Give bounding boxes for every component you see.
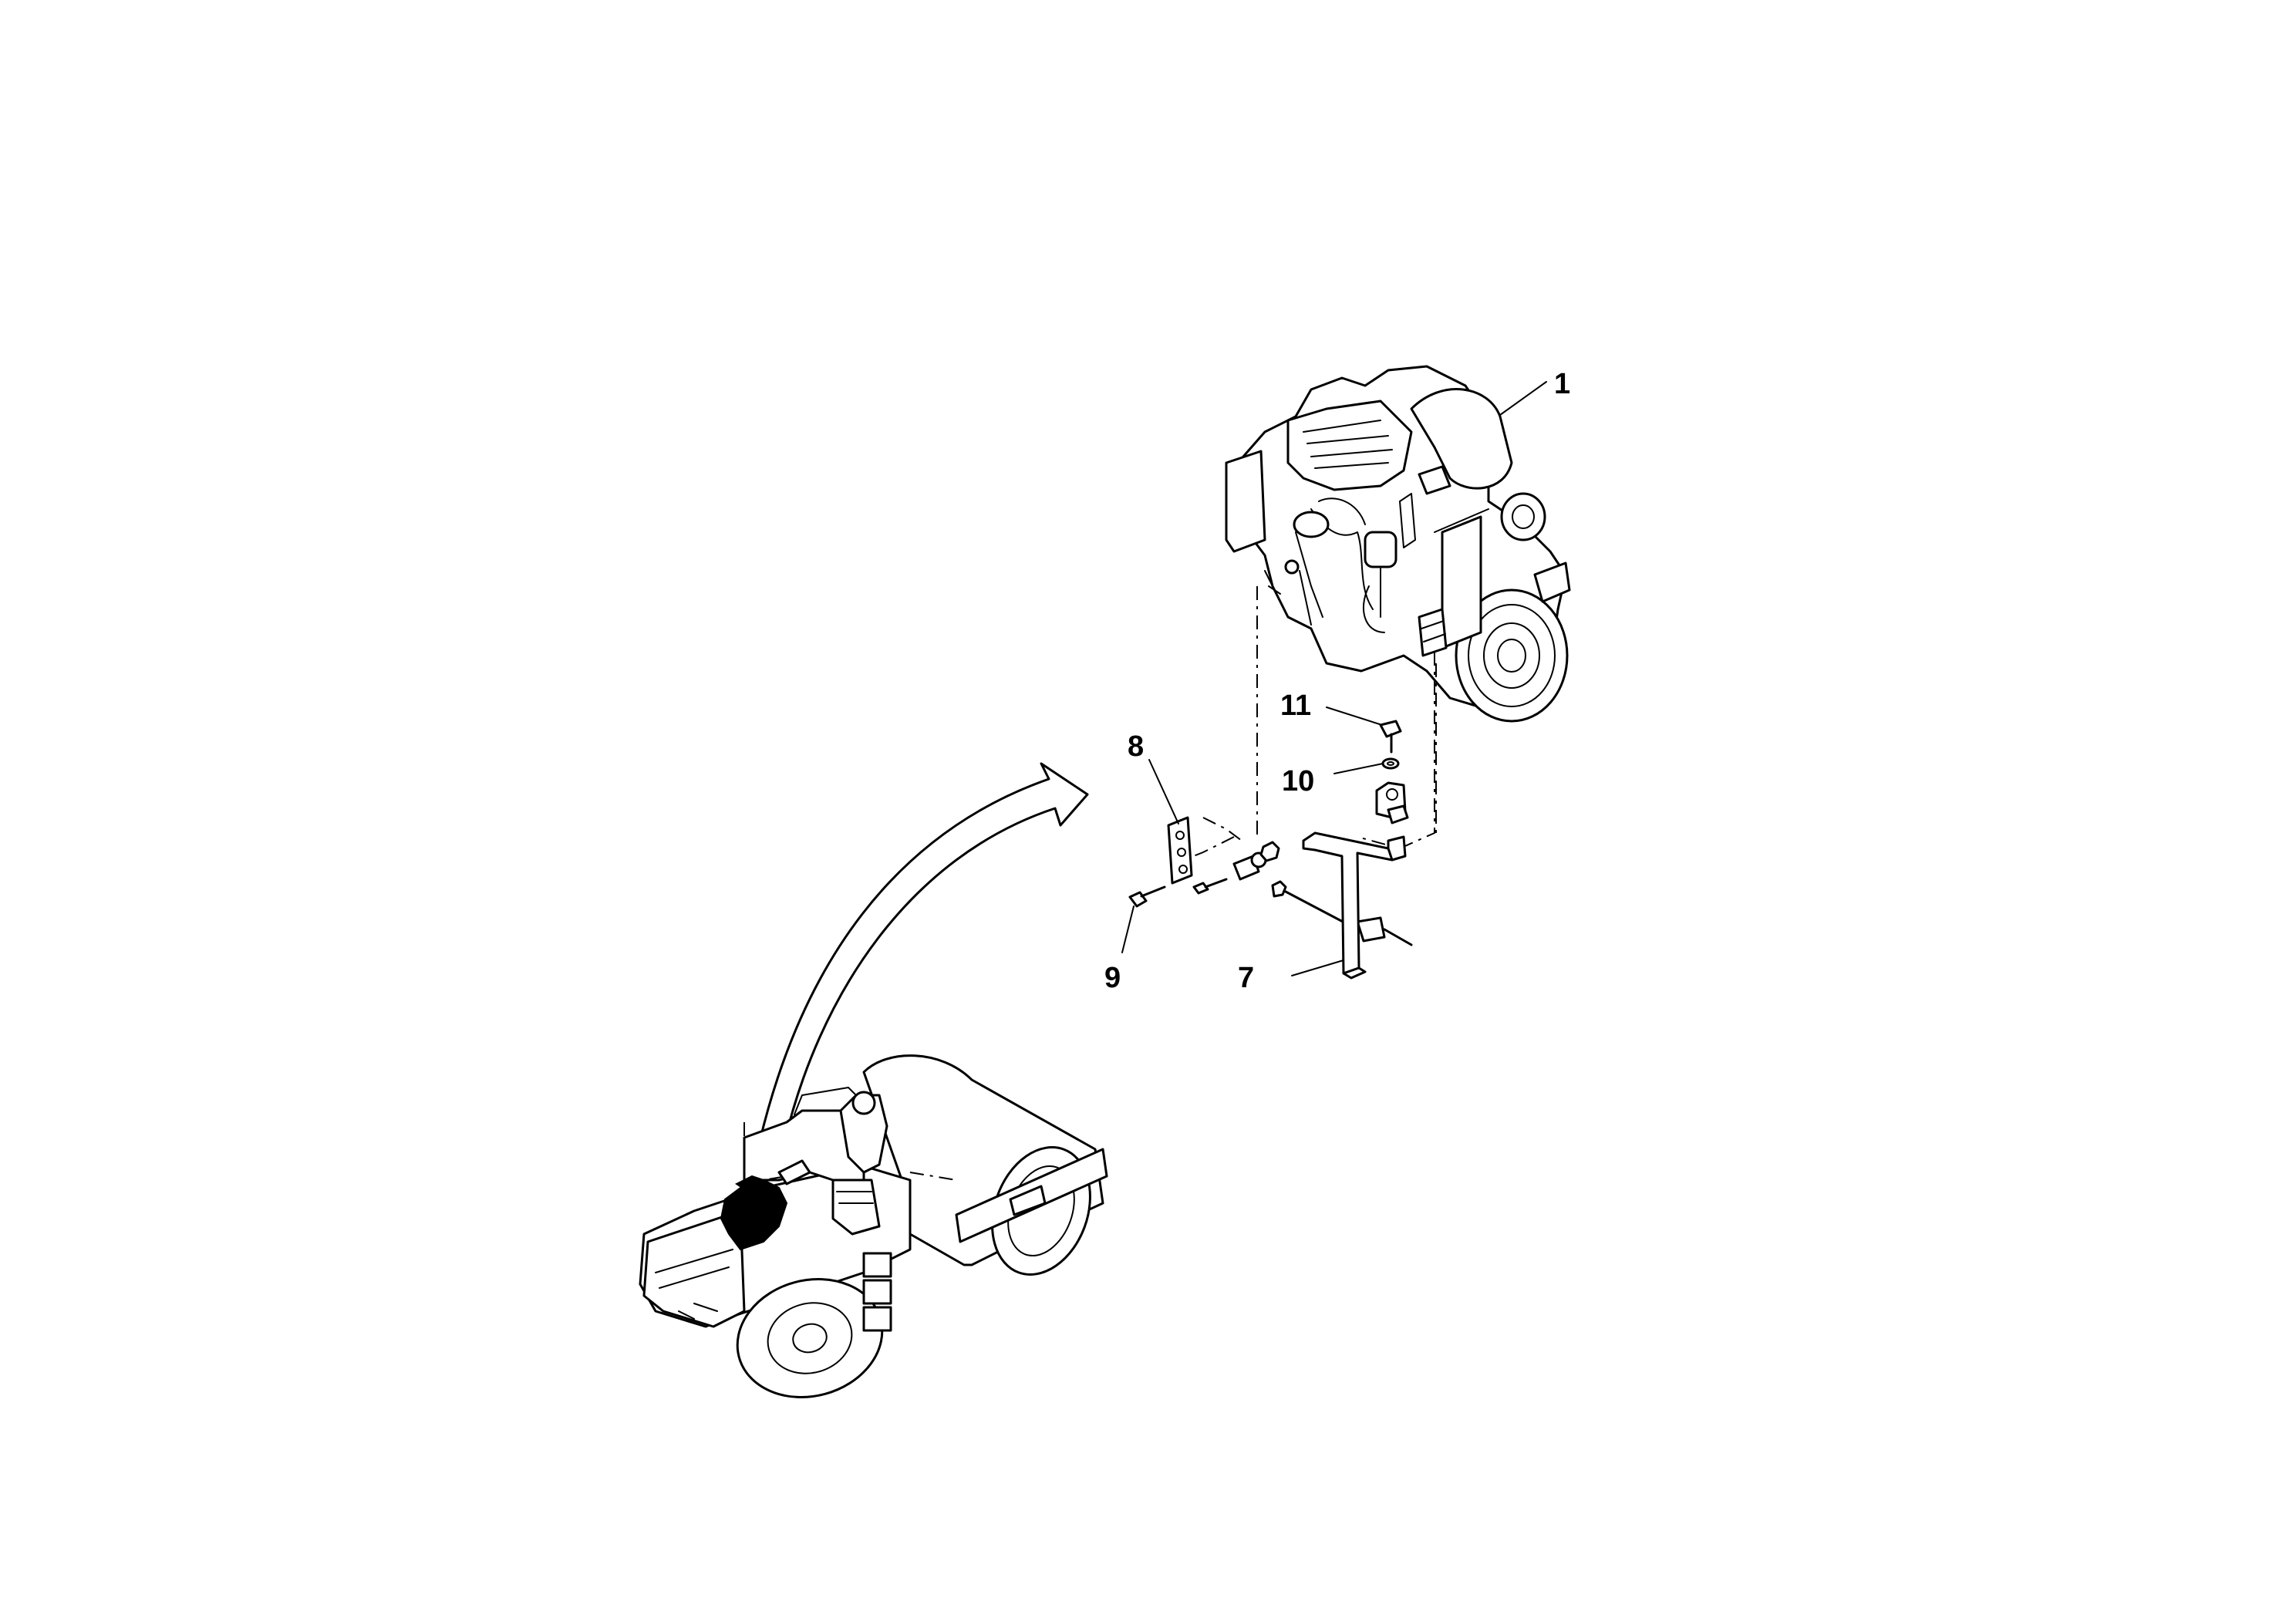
callout-1: 1 (1554, 368, 1570, 400)
engine-assembly (1225, 365, 1571, 723)
bolt-11 (1379, 720, 1402, 754)
bracket-7 (1302, 831, 1407, 980)
callout-8: 8 (1128, 730, 1144, 763)
bracket-plate-8 (1167, 816, 1193, 885)
linkage-parts (1232, 841, 1413, 946)
curved-arrow (758, 762, 1089, 1151)
leader-10 (1333, 763, 1384, 774)
callout-11: 11 (1280, 690, 1311, 722)
callout-7: 7 (1238, 962, 1254, 994)
alignment-lines (1183, 586, 1437, 861)
leader-8 (1148, 759, 1179, 824)
washer-10 (1381, 757, 1400, 770)
leader-11 (1326, 706, 1383, 726)
bolt-9 (1128, 878, 1228, 908)
clevis-assembly (1375, 781, 1409, 824)
leader-9 (1121, 905, 1135, 953)
callout-9: 9 (1104, 962, 1121, 994)
leader-1 (1499, 381, 1547, 416)
roller-machine (639, 1054, 1108, 1399)
leader-7 (1291, 959, 1344, 976)
callout-10: 10 (1282, 765, 1314, 798)
